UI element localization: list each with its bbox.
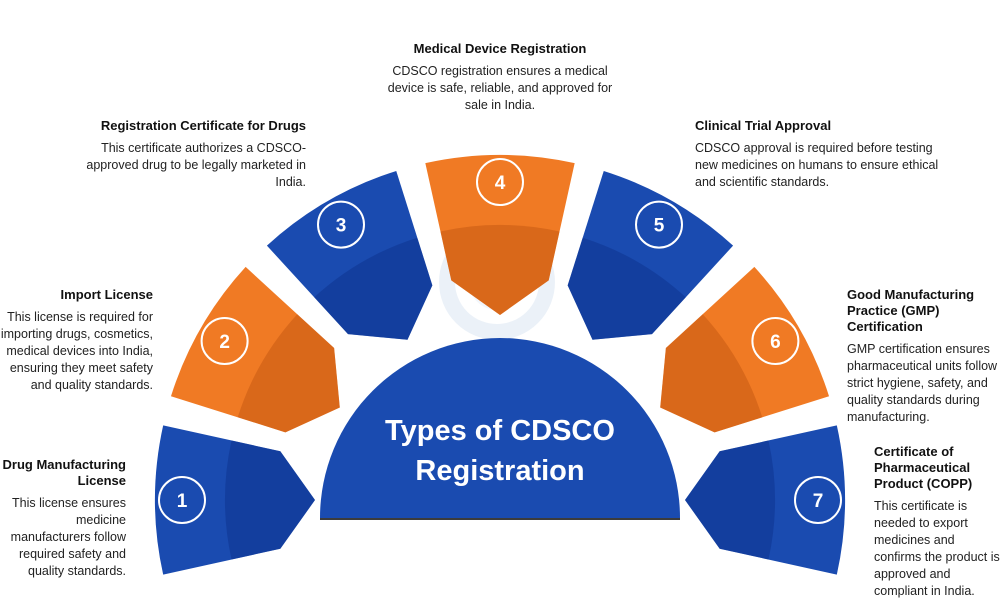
type-2-title: Import License xyxy=(60,287,153,302)
type-7-description: This certificate is needed to export med… xyxy=(874,499,1000,598)
number-label-7: 7 xyxy=(813,491,824,512)
number-label-4: 4 xyxy=(495,173,506,194)
type-4-title: Medical Device Registration xyxy=(413,41,587,56)
segment-1-shade xyxy=(224,440,315,560)
type-3-description: This certificate authorizes a CDSCO-appr… xyxy=(86,141,306,189)
type-1-block: Drug Manufacturing License This license … xyxy=(0,457,127,580)
number-label-6: 6 xyxy=(770,332,781,353)
number-circle-6 xyxy=(751,317,800,365)
segment-7-shade xyxy=(685,440,775,560)
segment-5-shade xyxy=(567,237,686,340)
type-4-description: CDSCO registration ensures a medical dev… xyxy=(387,64,613,112)
type-6-block: Good Manufacturing Practice (GMP) Certif… xyxy=(847,287,1000,426)
number-label-1: 1 xyxy=(177,491,188,512)
segment-2-shade xyxy=(237,314,340,433)
center-title-line-2: Registration xyxy=(415,455,584,487)
segment-6-shade xyxy=(660,314,763,433)
type-6-title: Good Manufacturing Practice (GMP) Certif… xyxy=(847,287,975,334)
number-circle-3 xyxy=(317,200,365,249)
segment-3-shade xyxy=(314,237,433,340)
type-5-description: CDSCO approval is required before testin… xyxy=(695,141,939,189)
center-semicircle xyxy=(320,338,680,518)
segment-4-shade xyxy=(440,225,560,315)
number-circle-5 xyxy=(635,200,683,249)
number-label-3: 3 xyxy=(336,216,347,237)
type-7-block: Certificate of Pharmaceutical Product (C… xyxy=(874,444,1000,600)
number-circle-4 xyxy=(476,158,524,206)
number-circle-1 xyxy=(158,476,206,524)
type-3-block: Registration Certificate for Drugs This … xyxy=(60,118,306,191)
type-6-description: GMP certification ensures pharmaceutical… xyxy=(847,342,998,424)
number-circle-2 xyxy=(200,317,249,365)
type-5-title: Clinical Trial Approval xyxy=(695,118,832,133)
type-1-title: Drug Manufacturing License xyxy=(2,457,127,488)
type-1-description: This license ensures medicine manufactur… xyxy=(10,496,126,578)
number-label-2: 2 xyxy=(219,332,230,353)
center-title-line-1: Types of CDSCO xyxy=(385,415,615,447)
type-7-title: Certificate of Pharmaceutical Product (C… xyxy=(874,444,973,491)
number-circle-7 xyxy=(794,476,842,524)
type-2-block: Import License This license is required … xyxy=(0,287,153,394)
number-label-5: 5 xyxy=(654,216,665,237)
type-3-title: Registration Certificate for Drugs xyxy=(100,118,306,133)
type-4-block: Medical Device Registration CDSCO regist… xyxy=(375,41,625,114)
type-5-block: Clinical Trial Approval CDSCO approval i… xyxy=(695,118,940,191)
type-2-description: This license is required for importing d… xyxy=(0,310,153,392)
